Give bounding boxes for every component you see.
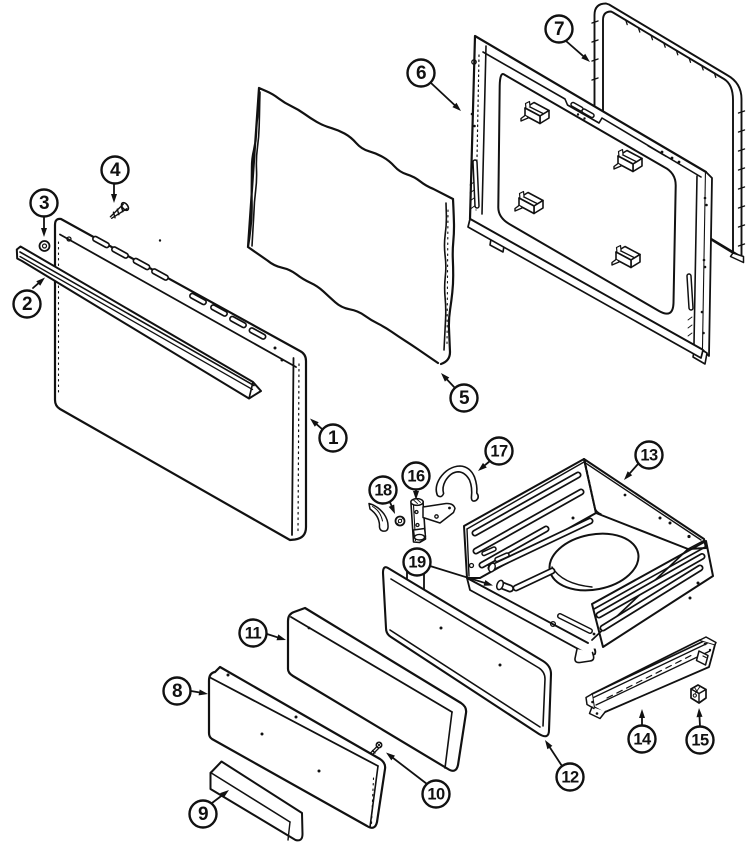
svg-text:17: 17 bbox=[490, 443, 508, 461]
svg-text:6: 6 bbox=[416, 63, 426, 84]
svg-text:10: 10 bbox=[427, 786, 445, 804]
svg-text:2: 2 bbox=[22, 294, 32, 315]
svg-text:8: 8 bbox=[172, 681, 182, 702]
svg-text:13: 13 bbox=[640, 447, 658, 465]
svg-text:14: 14 bbox=[633, 731, 652, 749]
svg-text:5: 5 bbox=[459, 388, 470, 409]
svg-text:16: 16 bbox=[407, 468, 425, 486]
svg-text:9: 9 bbox=[198, 804, 208, 825]
svg-text:19: 19 bbox=[408, 554, 426, 572]
svg-text:7: 7 bbox=[554, 19, 564, 40]
svg-text:1: 1 bbox=[328, 428, 339, 449]
svg-text:3: 3 bbox=[39, 193, 49, 214]
svg-text:4: 4 bbox=[110, 160, 121, 181]
svg-text:18: 18 bbox=[374, 482, 392, 500]
svg-text:11: 11 bbox=[245, 625, 262, 643]
svg-text:12: 12 bbox=[561, 769, 579, 787]
svg-text:15: 15 bbox=[691, 732, 709, 750]
